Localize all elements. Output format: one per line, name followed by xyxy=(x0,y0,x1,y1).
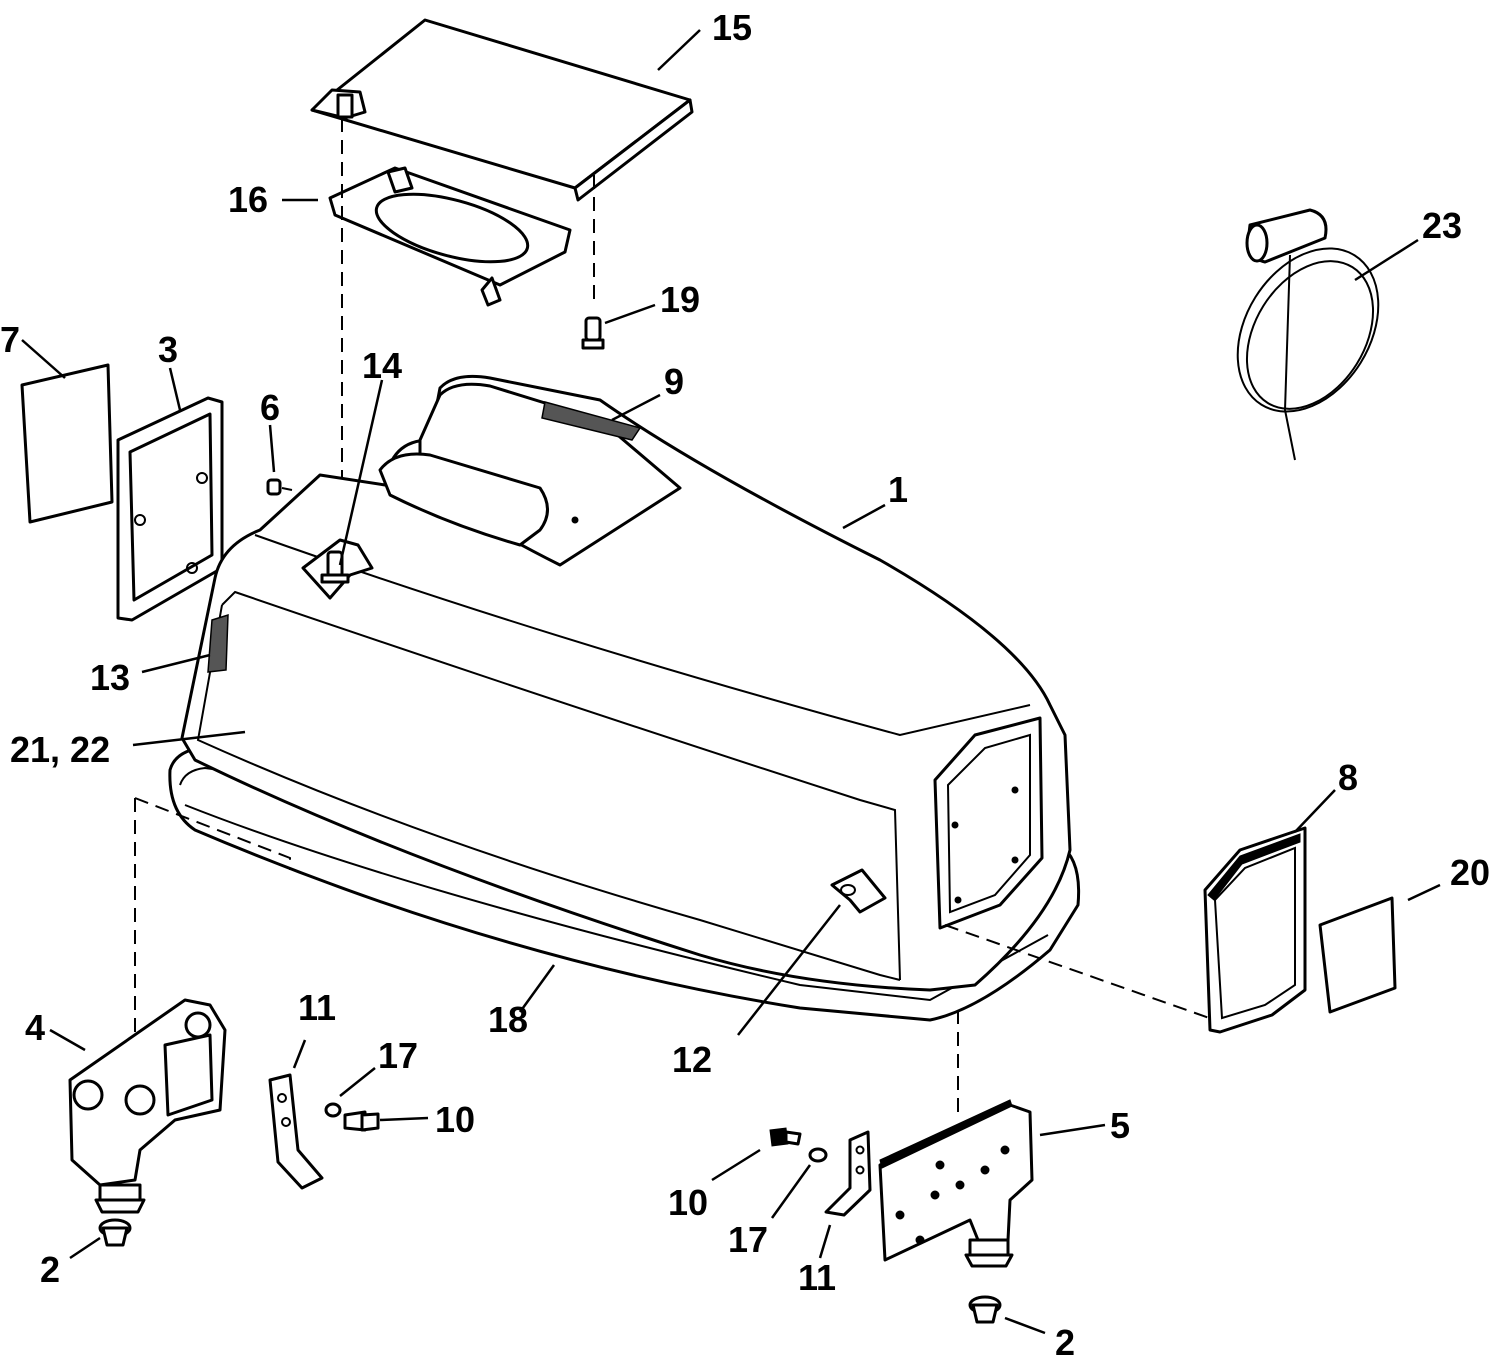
callout-10-left: 10 xyxy=(435,1099,475,1140)
callout-20: 20 xyxy=(1450,852,1490,893)
callout-21-22: 21, 22 xyxy=(10,729,110,770)
callout-3: 3 xyxy=(158,329,178,370)
callout-8: 8 xyxy=(1338,757,1358,798)
callout-6: 6 xyxy=(260,387,280,428)
callout-17-right: 17 xyxy=(728,1219,768,1260)
part-10-bolt-right xyxy=(769,1127,802,1147)
callout-18: 18 xyxy=(488,999,528,1040)
callout-16: 16 xyxy=(228,179,268,220)
part-19-screw xyxy=(581,316,605,350)
part-17-washer-right xyxy=(808,1147,828,1163)
alignment-line-rear-grille xyxy=(944,924,1216,1021)
part-5-right-mount xyxy=(878,1099,1034,1268)
callout-10-right: 10 xyxy=(668,1182,708,1223)
callout-11-left: 11 xyxy=(298,987,336,1028)
callout-2-left: 2 xyxy=(40,1249,60,1290)
part-2-grommet-left xyxy=(98,1218,132,1247)
part-15-top-cover xyxy=(310,18,694,202)
callout-13: 13 xyxy=(90,657,130,698)
callout-14: 14 xyxy=(362,345,402,386)
callout-9: 9 xyxy=(664,361,684,402)
part-7-gasket xyxy=(20,363,114,524)
part-3-frame xyxy=(116,396,224,622)
part-17-washer-left xyxy=(324,1102,342,1118)
callout-12: 12 xyxy=(672,1039,712,1080)
callout-15: 15 xyxy=(712,7,752,48)
callout-2-right: 2 xyxy=(1055,1322,1075,1359)
part-4-left-mount xyxy=(68,998,227,1214)
callout-1: 1 xyxy=(888,469,908,510)
callout-7: 7 xyxy=(0,319,20,360)
part-2-grommet-right xyxy=(968,1295,1002,1324)
part-11-bracket-left xyxy=(268,1073,324,1190)
part-6-screw xyxy=(266,478,293,496)
part-20-gasket xyxy=(1318,896,1397,1014)
callout-17-left: 17 xyxy=(378,1035,418,1076)
callout-19: 19 xyxy=(660,279,700,320)
alignment-line-left-mount xyxy=(134,797,291,870)
callout-labels: 15 16 19 23 7 3 6 14 9 1 13 21, 22 8 20 … xyxy=(0,7,1490,1359)
leader-lines xyxy=(21,29,1441,1335)
callout-4: 4 xyxy=(25,1007,45,1048)
callout-5: 5 xyxy=(1110,1105,1130,1146)
part-10-bolt-left xyxy=(343,1110,380,1132)
part-23-cable xyxy=(1236,208,1380,461)
callout-11-right: 11 xyxy=(798,1257,836,1298)
part-1-engine-cover xyxy=(168,374,1081,1022)
part-8-grille xyxy=(1203,826,1307,1034)
part-11-bracket-right xyxy=(824,1130,872,1217)
callout-23: 23 xyxy=(1422,205,1462,246)
part-16-intake-frame xyxy=(328,166,572,307)
